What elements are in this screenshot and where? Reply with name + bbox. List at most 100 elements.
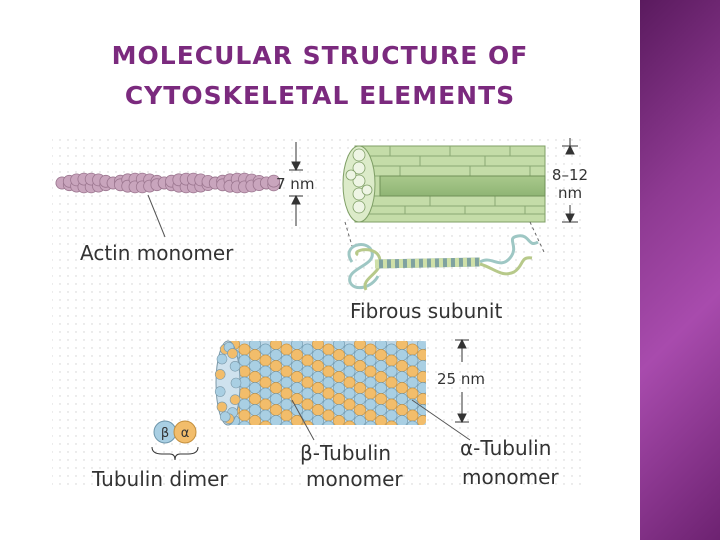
- decorative-side-bar: [640, 0, 720, 540]
- alpha-tubulin-bead: [259, 398, 272, 411]
- beta-tubulin-bead: [259, 409, 272, 422]
- beta-tubulin-label-line-1: β-Tubulin: [300, 441, 391, 465]
- alpha-tubulin-bead: [280, 365, 293, 378]
- alpha-tubulin-bead: [385, 376, 398, 389]
- beta-tubulin-bead: [249, 404, 261, 416]
- alpha-tubulin-bead: [322, 387, 335, 400]
- beta-tubulin-bead: [280, 354, 293, 367]
- alpha-tubulin-bead: [259, 376, 272, 389]
- beta-tubulin-bead: [312, 371, 324, 383]
- protofilament-end-bead: [229, 360, 241, 372]
- alpha-tubulin-bead: [375, 415, 387, 425]
- beta-tubulin-bead: [280, 420, 293, 425]
- protofilament-end-bead: [216, 401, 228, 413]
- alpha-subunit: [173, 420, 197, 444]
- actin-monomer-label: Actin monomer: [80, 241, 234, 265]
- beta-tubulin-bead: [354, 415, 366, 425]
- alpha-tubulin-bead: [301, 376, 314, 389]
- beta-tubulin-bead: [396, 371, 408, 383]
- beta-tubulin-bead: [301, 365, 314, 378]
- alpha-tubulin-bead: [333, 415, 345, 425]
- beta-tubulin-bead: [301, 343, 314, 356]
- beta-tubulin-bead: [238, 398, 251, 411]
- beta-tubulin-bead: [343, 343, 356, 356]
- alpha-pointer-line: [411, 399, 471, 441]
- alpha-tubulin-bead: [333, 371, 345, 383]
- beta-tubulin-bead: [259, 387, 272, 400]
- beta-tubulin-bead: [406, 420, 419, 425]
- beta-tubulin-bead: [270, 393, 282, 405]
- protofilament-end-bead: [219, 411, 231, 423]
- beta-tubulin-bead: [312, 393, 324, 405]
- beta-tubulin-bead: [238, 354, 251, 367]
- alpha-tubulin-bead: [301, 398, 314, 411]
- beta-tubulin-bead: [364, 376, 377, 389]
- alpha-tubulin-bead: [259, 420, 272, 425]
- title-line-1: MOLECULAR STRUCTURE OF: [111, 41, 529, 70]
- beta-tubulin-bead: [333, 382, 345, 394]
- alpha-tubulin-bead: [249, 415, 261, 425]
- beta-tubulin-bead: [396, 349, 408, 361]
- protofilament-end-bead: [230, 377, 242, 389]
- alpha-tubulin-bead: [375, 349, 387, 361]
- alpha-tubulin-bead: [364, 387, 377, 400]
- alpha-tubulin-bead: [270, 404, 282, 416]
- alpha-tubulin-bead: [333, 349, 345, 361]
- zoom-guide-lines: [344, 221, 545, 253]
- alpha-tubulin-bead: [375, 371, 387, 383]
- alpha-tubulin-bead: [249, 349, 261, 361]
- alpha-tubulin-bead: [343, 398, 356, 411]
- alpha-tubulin-bead: [343, 376, 356, 389]
- alpha-tubulin-bead: [301, 354, 314, 367]
- actin-pointer-line: [147, 194, 166, 238]
- alpha-tubulin-bead: [322, 365, 335, 378]
- alpha-tubulin-bead: [375, 393, 387, 405]
- alpha-tubulin-bead: [312, 360, 324, 372]
- alpha-tubulin-bead: [312, 404, 324, 416]
- alpha-tubulin-bead: [291, 371, 303, 383]
- actin-diameter-marker: [289, 142, 303, 226]
- if-diameter-label-line-2: nm: [558, 184, 582, 202]
- alpha-tubulin-bead: [406, 365, 419, 378]
- beta-tubulin-bead: [364, 354, 377, 367]
- beta-tubulin-bead: [375, 404, 387, 416]
- alpha-tubulin-bead: [249, 371, 261, 383]
- alpha-tubulin-bead: [322, 343, 335, 356]
- alpha-tubulin-bead: [333, 393, 345, 405]
- alpha-tubulin-bead: [238, 343, 251, 356]
- fibrous-subunit-label: Fibrous subunit: [350, 299, 502, 323]
- alpha-tubulin-bead: [238, 409, 251, 422]
- beta-tubulin-bead: [333, 360, 345, 372]
- alpha-tubulin-label-line-1: α-Tubulin: [460, 436, 551, 460]
- beta-tubulin-bead: [354, 371, 366, 383]
- alpha-tubulin-bead: [406, 387, 419, 400]
- beta-tubulin-bead: [354, 349, 366, 361]
- microtubule: [214, 340, 426, 426]
- alpha-tubulin-bead: [354, 382, 366, 394]
- actin-filament: [55, 172, 281, 194]
- beta-symbol: β: [161, 426, 169, 441]
- cytoskeleton-diagram: 7 nm Actin monomer: [52, 135, 588, 491]
- beta-tubulin-bead: [280, 398, 293, 411]
- alpha-tubulin-bead: [322, 409, 335, 422]
- alpha-tubulin-bead: [270, 360, 282, 372]
- alpha-tubulin-bead: [396, 360, 408, 372]
- fibrous-subunit: [347, 234, 539, 291]
- beta-tubulin-bead: [259, 343, 272, 356]
- beta-tubulin-bead: [249, 382, 261, 394]
- beta-tubulin-bead: [364, 398, 377, 411]
- beta-tubulin-bead: [333, 404, 345, 416]
- alpha-tubulin-bead: [238, 365, 251, 378]
- beta-pointer-line: [291, 399, 315, 441]
- tubulin-dimer-diagram: β α: [151, 420, 199, 461]
- alpha-tubulin-label-line-2: monomer: [462, 465, 559, 489]
- beta-tubulin-bead: [396, 393, 408, 405]
- alpha-tubulin-bead: [238, 387, 251, 400]
- beta-tubulin-bead: [396, 415, 408, 425]
- beta-tubulin-label-line-2: monomer: [306, 467, 403, 491]
- beta-tubulin-bead: [270, 415, 282, 425]
- tubulin-dimer-label: Tubulin dimer: [91, 467, 228, 491]
- intermediate-filament: [342, 145, 546, 223]
- beta-tubulin-bead: [375, 382, 387, 394]
- actin-monomer-bead: [267, 174, 281, 188]
